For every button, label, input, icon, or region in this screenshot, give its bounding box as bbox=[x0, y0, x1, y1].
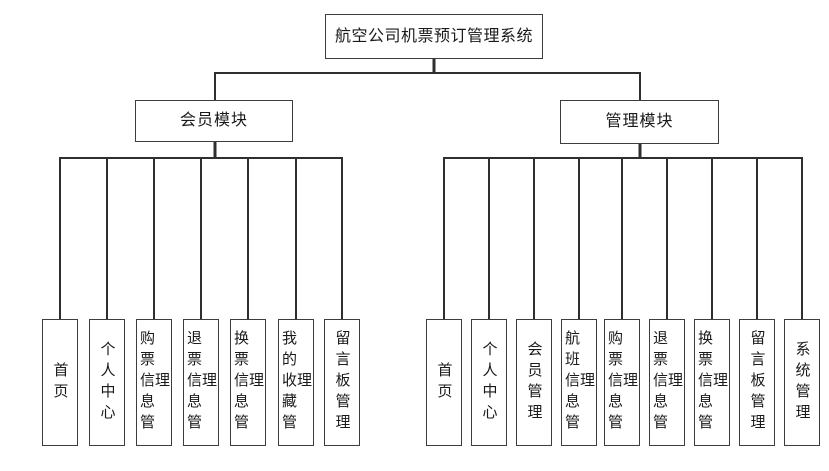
node-member-favorites-mgmt: 我的收藏管理 bbox=[278, 319, 314, 446]
node-admin-system-mgmt: 系统管理 bbox=[784, 319, 820, 446]
node-member-message-board-mgmt: 留言板管理 bbox=[324, 319, 360, 446]
node-admin-exchange-mgmt: 换票信息管理 bbox=[694, 319, 730, 446]
node-member-home: 首页 bbox=[42, 319, 78, 446]
node-member-refund-mgmt: 退票信息管理 bbox=[183, 319, 219, 446]
node-root: 航空公司机票预订管理系统 bbox=[325, 14, 543, 59]
node-admin-module: 管理模块 bbox=[560, 100, 719, 144]
node-admin-ticket-purchase-mgmt: 购票信息管理 bbox=[604, 319, 640, 446]
node-member-ticket-purchase-mgmt: 购票信息管理 bbox=[136, 319, 172, 446]
node-admin-message-board-mgmt: 留言板管理 bbox=[739, 319, 775, 446]
node-member-exchange-mgmt: 换票信息管理 bbox=[230, 319, 266, 446]
node-member-module: 会员模块 bbox=[135, 100, 293, 142]
node-admin-personal-center: 个人中心 bbox=[471, 319, 507, 446]
node-admin-home: 首页 bbox=[426, 319, 462, 446]
node-admin-flight-info-mgmt: 航班信息管理 bbox=[561, 319, 597, 446]
node-admin-member-mgmt: 会员管理 bbox=[516, 319, 552, 446]
node-member-personal-center: 个人中心 bbox=[89, 319, 125, 446]
node-admin-refund-mgmt: 退票信息管理 bbox=[649, 319, 685, 446]
